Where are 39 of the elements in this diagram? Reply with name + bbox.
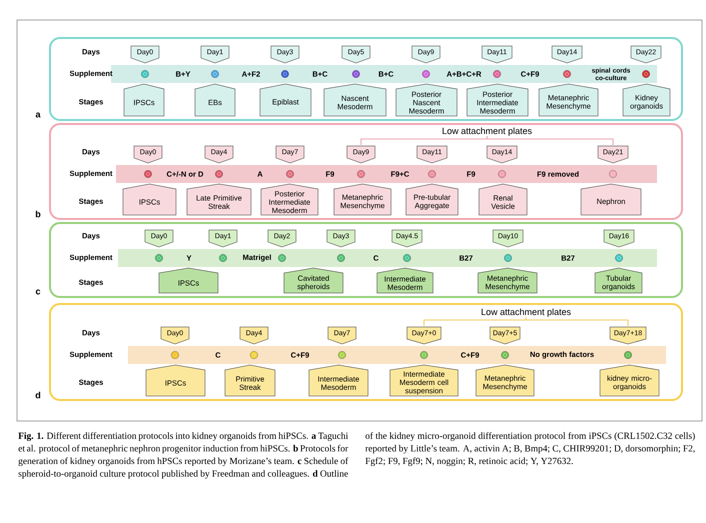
cell-dot xyxy=(338,351,346,359)
panel-frame xyxy=(49,37,683,121)
panel-frame xyxy=(49,123,683,220)
bracket-label: Low attachment plates xyxy=(482,308,571,317)
cell-dot xyxy=(141,70,149,78)
bracket-label: Low attachment plates xyxy=(442,127,532,136)
cell-dot xyxy=(428,170,436,178)
cell-dot xyxy=(278,254,286,262)
cell-dot xyxy=(501,351,509,359)
cell-dot xyxy=(642,70,650,78)
cell-dot xyxy=(281,70,289,78)
cell-dot xyxy=(352,70,360,78)
cell-dot xyxy=(211,70,219,78)
cell-dot xyxy=(337,254,345,262)
panel-frame xyxy=(49,303,683,401)
cell-dot xyxy=(171,351,179,359)
cell-dot xyxy=(219,254,227,262)
cell-dot xyxy=(215,170,223,178)
cell-dot xyxy=(357,170,365,178)
panel-letter: d xyxy=(36,392,40,398)
cell-dot xyxy=(609,170,617,178)
cell-dot xyxy=(403,254,411,262)
panel-letter: b xyxy=(36,210,40,218)
cell-dot xyxy=(420,351,428,359)
panel-letter: c xyxy=(36,290,40,294)
cell-dot xyxy=(498,170,506,178)
cell-dot xyxy=(615,254,623,262)
cell-dot xyxy=(250,351,258,359)
cell-dot xyxy=(422,70,430,78)
panel-letter: a xyxy=(36,112,41,118)
cell-dot xyxy=(563,70,571,78)
cell-dot xyxy=(286,170,294,178)
cell-dot xyxy=(504,254,512,262)
figure-caption: Fig. 1. Different differentiation protocols into kidney organoids from hiPSCs. a Taguchi et al. protocol of metanephric nephron progenitor induction from hiPSCs. b Protocols for generation of kidney organoids from hPSCs reported by Morizane’s team. c Schedule of spheroid-to-organoid culture protocol published by Freedman and colleagues. d Outline of the kidney micro-organoid differentiation protocol from iPSCs (CRL1502.C32 cells) reported by Little’s team. A, activin A; B, Bmp4; C, CHIR99201; D, dorsomorphin; F2, Fgf2; F9, Fgf9; N, noggin; R, retinoic acid; Y, Y27632. xyxy=(18,432,695,479)
cell-dot xyxy=(155,254,163,262)
panel-frame xyxy=(49,222,683,298)
cell-dot xyxy=(144,170,152,178)
cell-dot xyxy=(624,351,632,359)
cell-dot xyxy=(493,70,501,78)
